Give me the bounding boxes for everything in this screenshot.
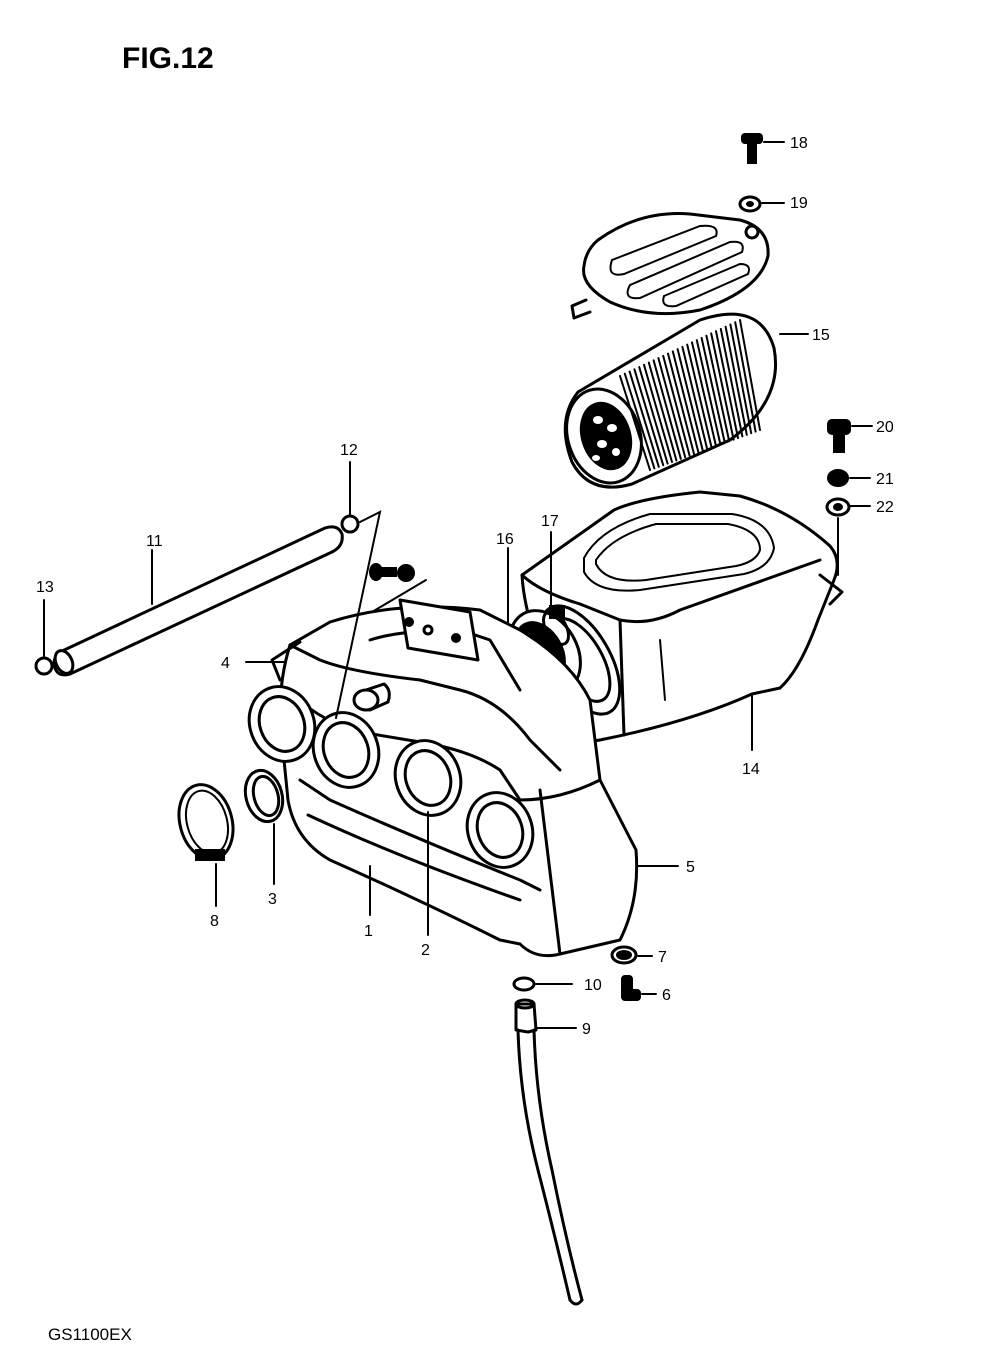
filter-pleat xyxy=(695,339,722,446)
filter-pleat xyxy=(619,375,651,471)
callout-14: 14 xyxy=(742,761,760,778)
filter-pleat xyxy=(681,345,709,451)
filter-pleat xyxy=(657,357,687,459)
model-code: GS1100EX xyxy=(48,1325,132,1344)
callout-labels: 1 2 3 4 5 6 7 8 9 10 11 12 13 14 15 16 1… xyxy=(36,135,894,1038)
bolt-part-20 xyxy=(827,419,873,453)
callout-15: 15 xyxy=(812,327,830,344)
drain-cap-part-10 xyxy=(512,976,573,992)
callout-13: 13 xyxy=(36,579,54,596)
callout-5: 5 xyxy=(686,859,695,876)
filter-pleat xyxy=(724,325,748,436)
breather-tube-part-11 xyxy=(52,525,344,677)
filter-pleat xyxy=(686,343,713,449)
filter-pleat xyxy=(739,319,761,431)
air-cleaner-housing-part-1 xyxy=(247,598,639,958)
filter-pleat xyxy=(705,334,731,443)
air-filter-element-part-15 xyxy=(563,312,809,489)
callout-9: 9 xyxy=(582,1021,591,1038)
figure-title: FIG.12 xyxy=(122,42,214,75)
callout-1: 1 xyxy=(364,923,373,940)
filter-pleat xyxy=(671,350,700,454)
filter-cover-plate xyxy=(570,212,770,320)
filter-pleat xyxy=(729,323,753,435)
filter-pleat xyxy=(700,336,726,444)
screw-part-6 xyxy=(621,975,657,1001)
filter-pleat xyxy=(647,361,678,462)
filter-pleat xyxy=(715,330,739,439)
callout-3: 3 xyxy=(268,891,277,908)
callout-16: 16 xyxy=(496,531,514,548)
callout-21: 21 xyxy=(876,471,894,488)
drain-hose-part-9 xyxy=(514,998,584,1306)
filter-pleat xyxy=(662,354,691,457)
clamp-band-part-8 xyxy=(177,783,235,907)
hose-clamp-part-17 xyxy=(542,531,570,646)
callout-4: 4 xyxy=(221,655,230,672)
filter-pleat xyxy=(623,372,656,470)
callout-19: 19 xyxy=(790,195,808,212)
filter-pleat xyxy=(719,327,744,438)
callout-6: 6 xyxy=(662,987,671,1004)
filter-pleat xyxy=(667,352,695,455)
washer-part-7 xyxy=(610,945,653,965)
filter-pleat xyxy=(691,341,717,447)
callout-22: 22 xyxy=(876,499,894,516)
screw-part-18 xyxy=(741,133,785,164)
filter-pleat xyxy=(638,366,669,465)
callout-11: 11 xyxy=(146,533,163,550)
filter-pleat xyxy=(710,332,735,441)
callout-17: 17 xyxy=(541,513,559,530)
filter-pleat xyxy=(628,370,660,468)
filter-pleat xyxy=(633,368,665,467)
clip-part-13 xyxy=(34,599,54,676)
callout-7: 7 xyxy=(658,949,667,966)
callout-10: 10 xyxy=(584,977,602,994)
filter-pleat xyxy=(734,321,757,433)
nut-part-21 xyxy=(827,469,871,487)
washer-part-19 xyxy=(738,195,785,213)
callout-20: 20 xyxy=(876,419,894,436)
clip-part-12 xyxy=(335,461,382,719)
callout-18: 18 xyxy=(790,135,808,152)
filter-pleat xyxy=(676,348,704,452)
callout-8: 8 xyxy=(210,913,219,930)
callout-2: 2 xyxy=(421,942,430,959)
callout-12: 12 xyxy=(340,442,358,459)
bracket-bolt xyxy=(369,563,427,613)
ring-part-3 xyxy=(243,768,285,885)
filter-pleat xyxy=(652,359,682,460)
filter-pleat xyxy=(643,363,673,463)
